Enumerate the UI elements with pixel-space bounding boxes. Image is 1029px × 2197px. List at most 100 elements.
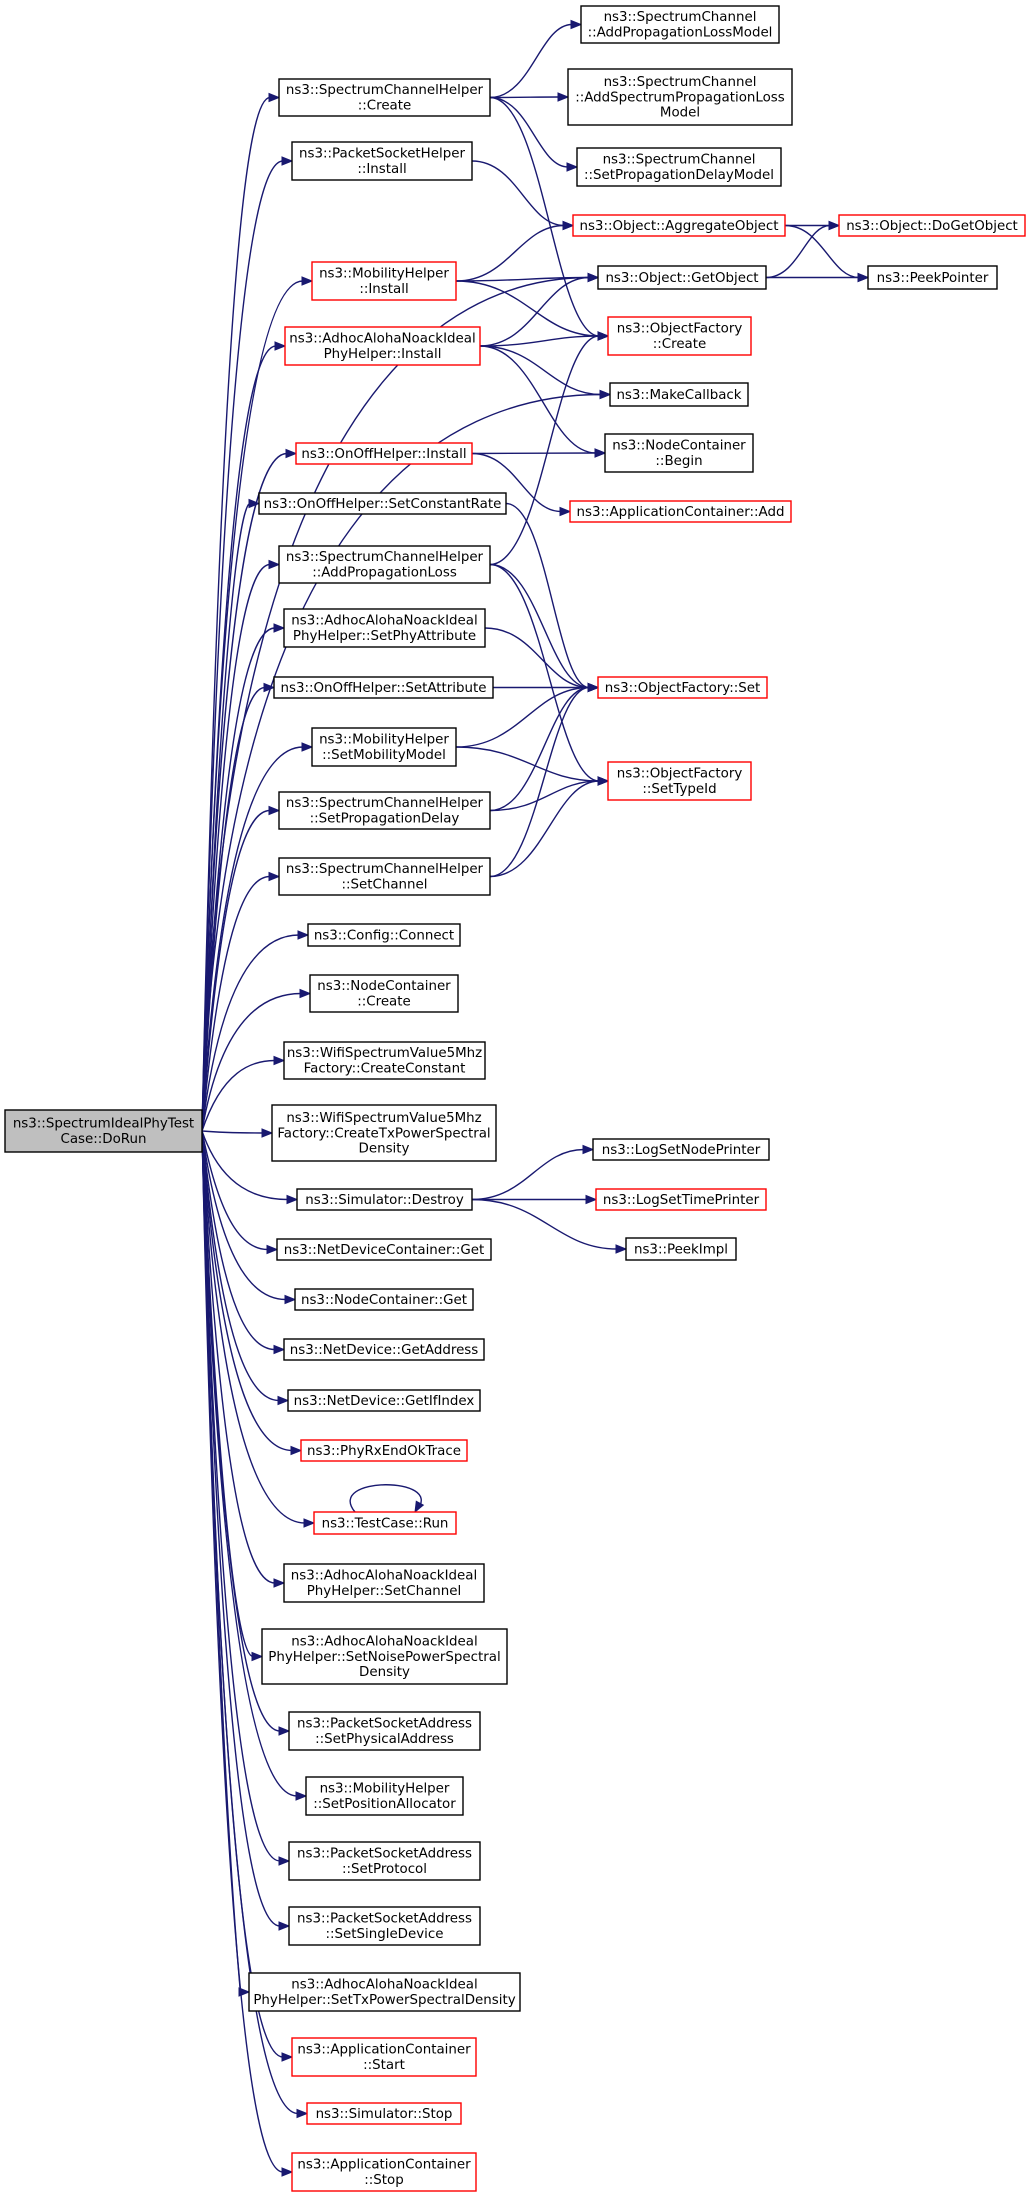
node-sc-addprop[interactable]: ns3::SpectrumChannel::AddPropagationLoss… [580, 5, 780, 44]
node-obj-getobject[interactable]: ns3::Object::GetObject [597, 265, 767, 290]
node-sch-setdelay[interactable]: ns3::SpectrumChannelHelper::SetPropagati… [278, 791, 491, 830]
edge-line [201, 1130, 276, 1584]
node-of-set[interactable]: ns3::ObjectFactory::Set [597, 676, 768, 699]
edge-sim-destroy-to-log-timeprinter [471, 1194, 598, 1205]
node-sc-addspec[interactable]: ns3::SpectrumChannel::AddSpectrumPropaga… [567, 68, 793, 126]
node-box [607, 316, 752, 356]
node-testcase-run[interactable]: ns3::TestCase::Run [313, 1511, 457, 1535]
node-psa-setproto[interactable]: ns3::PacketSocketAddress::SetProtocol [288, 1841, 481, 1881]
node-ac-stop[interactable]: ns3::ApplicationContainer::Stop [291, 2152, 477, 2192]
node-sim-destroy[interactable]: ns3::Simulator::Destroy [296, 1188, 473, 1211]
node-mh-setmodel[interactable]: ns3::MobilityHelper::SetMobilityModel [311, 727, 457, 767]
node-box [576, 147, 782, 187]
node-box [867, 265, 998, 290]
node-box [284, 326, 481, 366]
node-sim-stop[interactable]: ns3::Simulator::Stop [306, 2102, 462, 2125]
node-mh-install[interactable]: ns3::MobilityHelper::Install [311, 261, 457, 301]
node-label: ::AddPropagationLossModel [588, 25, 773, 40]
edge-arrowhead [587, 272, 600, 283]
node-sch-create[interactable]: ns3::SpectrumChannelHelper::Create [278, 78, 491, 117]
node-obj-aggregate[interactable]: ns3::Object::AggregateObject [572, 214, 786, 237]
node-psh-install[interactable]: ns3::PacketSocketHelper::Install [291, 141, 473, 181]
node-box [307, 923, 461, 947]
edge-arrowhead [277, 1395, 290, 1406]
edge-arrowhead [857, 272, 870, 283]
node-log-timeprinter[interactable]: ns3::LogSetTimePrinter [595, 1188, 767, 1211]
edge-arrowhead [599, 389, 612, 400]
node-label: ns3::SpectrumIdealPhyTest [13, 1117, 194, 1132]
node-box [4, 1109, 203, 1153]
node-nc-get[interactable]: ns3::NodeContainer::Get [294, 1288, 474, 1311]
node-aanip-setnoise[interactable]: ns3::AdhocAlohaNoackIdealPhyHelper::SetN… [261, 1628, 508, 1685]
node-sc-setdelay[interactable]: ns3::SpectrumChannel::SetPropagationDela… [576, 147, 782, 187]
node-mh-setposalloc[interactable]: ns3::MobilityHelper::SetPositionAllocato… [305, 1776, 464, 1816]
node-aanip-setphyattr[interactable]: ns3::AdhocAlohaNoackIdealPhyHelper::SetP… [283, 608, 486, 648]
node-box [309, 974, 459, 1013]
node-box [313, 1511, 457, 1535]
edge-root-to-mh-install [201, 276, 314, 1132]
edge-root-to-sim-stop [201, 1130, 309, 2119]
node-peekimpl[interactable]: ns3::PeekImpl [625, 1237, 737, 1261]
node-ndc-get[interactable]: ns3::NetDeviceContainer::Get [276, 1238, 492, 1261]
node-ooh-install[interactable]: ns3::OnOffHelper::Install [295, 442, 473, 465]
node-nc-begin[interactable]: ns3::NodeContainer::Begin [604, 433, 754, 473]
node-box [296, 1188, 473, 1211]
edge-root-to-sch-setchannel [201, 871, 281, 1132]
edge-arrowhead [585, 1194, 598, 1205]
node-aanip-install[interactable]: ns3::AdhocAlohaNoackIdealPhyHelper::Inst… [284, 326, 481, 366]
node-label: Factory::CreateTxPowerSpectral [277, 1126, 490, 1141]
edge-arrowhead [273, 1578, 286, 1588]
edge-ooh-install-to-nc-begin [471, 448, 607, 458]
node-of-settypeid[interactable]: ns3::ObjectFactory::SetTypeId [607, 761, 752, 801]
node-label: ::SetPhysicalAddress [315, 1732, 454, 1747]
node-box [625, 1237, 737, 1261]
node-label: ns3::OnOffHelper::Install [301, 447, 466, 462]
node-psa-setphys[interactable]: ns3::PacketSocketAddress::SetPhysicalAdd… [288, 1711, 481, 1751]
node-sch-setchannel[interactable]: ns3::SpectrumChannelHelper::SetChannel [278, 857, 491, 896]
edge-arrowhead [286, 1194, 299, 1205]
node-obj-dogetobject[interactable]: ns3::Object::DoGetObject [838, 214, 1026, 237]
node-of-create[interactable]: ns3::ObjectFactory::Create [607, 316, 752, 356]
node-psa-setsingle[interactable]: ns3::PacketSocketAddress::SetSingleDevic… [288, 1906, 481, 1946]
edge-line [489, 96, 600, 337]
node-wsv-constant[interactable]: ns3::WifiSpectrumValue5MhzFactory::Creat… [283, 1041, 486, 1080]
edge-line [505, 502, 590, 689]
edge-line [489, 780, 600, 812]
edge-line [201, 934, 300, 1132]
node-ac-add[interactable]: ns3::ApplicationContainer::Add [569, 500, 792, 523]
node-log-nodeprinter[interactable]: ns3::LogSetNodePrinter [592, 1138, 770, 1161]
node-aanip-setchannel[interactable]: ns3::AdhocAlohaNoackIdealPhyHelper::SetC… [283, 1563, 485, 1603]
edge-sch-setchannel-to-of-set [489, 682, 600, 878]
edge-arrowhead [828, 220, 841, 231]
edge-ooh-setrate-to-of-set [505, 502, 600, 693]
node-label: ns3::AdhocAlohaNoackIdeal [291, 1978, 477, 1993]
node-ac-start[interactable]: ns3::ApplicationContainer::Start [291, 2037, 477, 2077]
node-ooh-setrate[interactable]: ns3::OnOffHelper::SetConstantRate [258, 492, 507, 515]
node-box [580, 5, 780, 44]
node-label: ::SetTypeId [642, 782, 716, 797]
node-label: PhyHelper::SetPhyAttribute [293, 629, 476, 644]
node-peekpointer[interactable]: ns3::PeekPointer [867, 265, 998, 290]
edge-arrowhead [273, 1055, 286, 1066]
edge-root-to-ooh-setattr [201, 682, 276, 1132]
node-makecallback[interactable]: ns3::MakeCallback [609, 382, 749, 407]
node-config-connect[interactable]: ns3::Config::Connect [307, 923, 461, 947]
node-ooh-setattr[interactable]: ns3::OnOffHelper::SetAttribute [273, 676, 494, 699]
node-box [261, 1628, 508, 1685]
edge-line [201, 563, 271, 1132]
edge-line [201, 1130, 284, 2173]
node-nc-create[interactable]: ns3::NodeContainer::Create [309, 974, 459, 1013]
node-nd-getaddress[interactable]: ns3::NetDevice::GetAddress [283, 1338, 485, 1361]
node-sch-addloss[interactable]: ns3::SpectrumChannelHelper::AddPropagati… [278, 545, 491, 584]
edge-line [489, 563, 590, 689]
node-nd-getifindex[interactable]: ns3::NetDevice::GetIfIndex [287, 1389, 481, 1412]
edge-sch-addloss-to-of-create [489, 331, 610, 566]
node-wsv-txpsd[interactable]: ns3::WifiSpectrumValue5MhzFactory::Creat… [271, 1104, 497, 1162]
edge-line [201, 502, 251, 1132]
node-aanip-settxpsd[interactable]: ns3::AdhocAlohaNoackIdealPhyHelper::SetT… [248, 1972, 521, 2012]
node-label: ns3::NodeContainer [612, 439, 746, 454]
edge-root-to-mh-setmodel [201, 742, 314, 1132]
node-phyrxendok[interactable]: ns3::PhyRxEndOkTrace [300, 1439, 468, 1462]
edge-arrowhead [263, 682, 276, 693]
